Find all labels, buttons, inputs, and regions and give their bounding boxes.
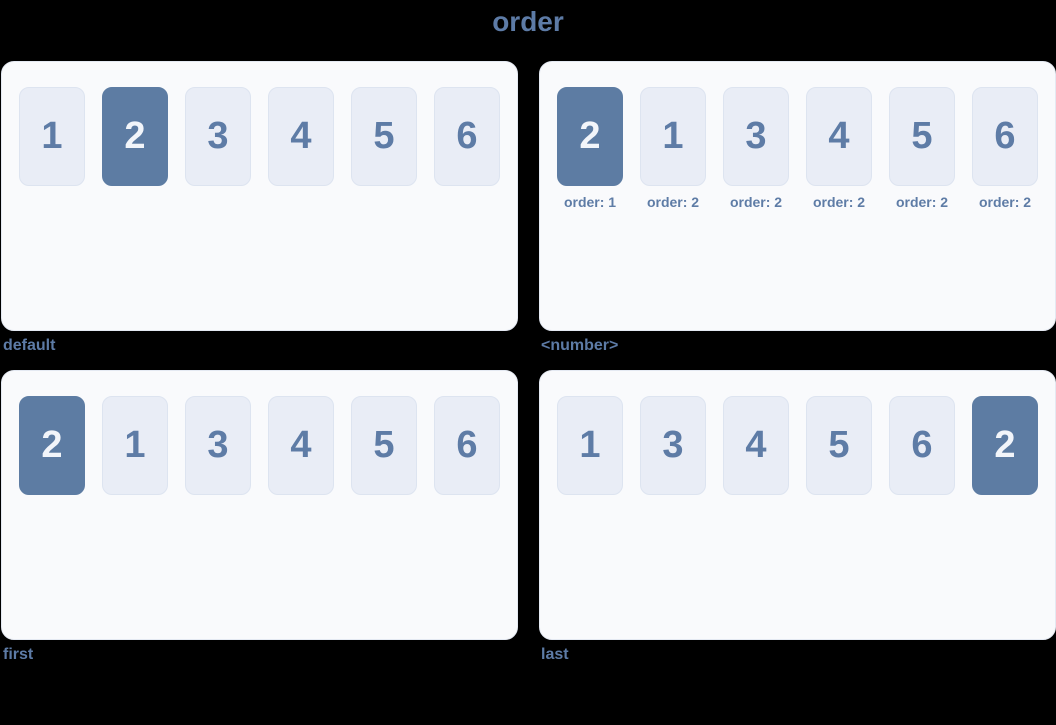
flex-item-number: 6: [994, 115, 1016, 158]
panel-cell-default: 1 2 3 4 5 6 default: [1, 61, 518, 355]
flex-item-number: 2: [124, 115, 146, 158]
order-value-label: order: 2: [978, 194, 1032, 211]
flex-item-box: 2: [972, 396, 1038, 496]
flex-item-box: 3: [723, 87, 789, 187]
flex-item: 5: [806, 396, 872, 496]
flex-item-number: 2: [41, 424, 63, 467]
flex-item-number: 6: [456, 424, 478, 467]
flex-item-box: 3: [185, 396, 251, 496]
flex-item: 4 order: 2: [806, 87, 872, 210]
flex-item-number: 4: [745, 424, 767, 467]
flex-item-box: 1: [640, 87, 706, 187]
page-title: order: [492, 6, 564, 37]
flex-item-number: 5: [911, 115, 933, 158]
flex-container: 2 1 3 4 5 6: [19, 396, 500, 496]
flex-container: 1 2 3 4 5 6: [19, 87, 500, 187]
flex-item: 4: [268, 396, 334, 496]
panel-caption: default: [3, 337, 56, 355]
panel: 2 order: 1 1 order: 2 3 order: 2 4 order…: [539, 61, 1056, 332]
flex-item-box: 6: [434, 396, 500, 496]
flex-item: 6 order: 2: [972, 87, 1038, 210]
panel: 1 3 4 5 6 2: [539, 370, 1056, 641]
flex-item-number: 3: [207, 424, 229, 467]
panel: 2 1 3 4 5 6: [1, 370, 518, 641]
flex-item: 5 order: 2: [889, 87, 955, 210]
flex-item: 3 order: 2: [723, 87, 789, 210]
flex-item-box: 5: [806, 396, 872, 496]
flex-item: 2: [19, 396, 85, 496]
flex-container: 1 3 4 5 6 2: [557, 396, 1038, 496]
panel-caption: <number>: [541, 337, 619, 355]
order-value-label: order: 2: [812, 194, 866, 211]
flex-item-box: 2: [102, 87, 168, 187]
flex-container: 2 order: 1 1 order: 2 3 order: 2 4 order…: [557, 87, 1038, 210]
flex-item-box: 4: [268, 87, 334, 187]
flex-item-box: 5: [351, 87, 417, 187]
flex-item: 3: [185, 87, 251, 187]
panel-cell-number: 2 order: 1 1 order: 2 3 order: 2 4 order…: [539, 61, 1056, 355]
panel-caption: last: [541, 646, 569, 664]
flex-item: 1: [102, 396, 168, 496]
flex-item-box: 2: [19, 396, 85, 496]
flex-item: 6: [434, 396, 500, 496]
flex-item-number: 5: [373, 424, 395, 467]
flex-item: 4: [723, 396, 789, 496]
flex-item-box: 6: [972, 87, 1038, 187]
flex-item-number: 4: [828, 115, 850, 158]
panel-caption: first: [3, 646, 34, 664]
flex-item: 6: [889, 396, 955, 496]
flex-item: 3: [185, 396, 251, 496]
flex-item: 5: [351, 396, 417, 496]
flex-item: 1: [19, 87, 85, 187]
flex-item-box: 1: [19, 87, 85, 187]
flex-item: 2 order: 1: [557, 87, 623, 210]
flex-item-number: 4: [290, 424, 312, 467]
panel: 1 2 3 4 5 6: [1, 61, 518, 332]
flex-item-box: 1: [557, 396, 623, 496]
page: order 1 2 3 4 5 6 default: [0, 6, 1056, 664]
flex-item-number: 2: [994, 424, 1016, 467]
flex-item-number: 5: [373, 115, 395, 158]
flex-item-box: 2: [557, 87, 623, 187]
flex-item-box: 1: [102, 396, 168, 496]
flex-item: 2: [972, 396, 1038, 496]
order-value-label: order: 2: [895, 194, 949, 211]
flex-item-box: 5: [889, 87, 955, 187]
panel-cell-last: 1 3 4 5 6 2 last: [539, 370, 1056, 664]
flex-item-number: 6: [456, 115, 478, 158]
panel-cell-first: 2 1 3 4 5 6 first: [1, 370, 518, 664]
flex-item: 4: [268, 87, 334, 187]
flex-item-box: 3: [185, 87, 251, 187]
flex-item: 1: [557, 396, 623, 496]
flex-item-number: 5: [828, 424, 850, 467]
flex-item-box: 5: [351, 396, 417, 496]
order-value-label: order: 1: [563, 194, 617, 211]
panels-grid: 1 2 3 4 5 6 default 2 order: [0, 61, 1056, 664]
flex-item-number: 3: [207, 115, 229, 158]
flex-item: 2: [102, 87, 168, 187]
flex-item-box: 4: [268, 396, 334, 496]
flex-item: 5: [351, 87, 417, 187]
flex-item-box: 4: [806, 87, 872, 187]
flex-item-number: 3: [745, 115, 767, 158]
order-value-label: order: 2: [646, 194, 700, 211]
flex-item-number: 1: [579, 424, 601, 467]
flex-item: 1 order: 2: [640, 87, 706, 210]
order-value-label: order: 2: [729, 194, 783, 211]
flex-item-number: 2: [579, 115, 601, 158]
flex-item: 6: [434, 87, 500, 187]
flex-item-number: 6: [911, 424, 933, 467]
flex-item: 3: [640, 396, 706, 496]
flex-item-box: 4: [723, 396, 789, 496]
flex-item-number: 1: [41, 115, 63, 158]
flex-item-number: 1: [662, 115, 684, 158]
flex-item-box: 6: [889, 396, 955, 496]
flex-item-number: 3: [662, 424, 684, 467]
flex-item-box: 3: [640, 396, 706, 496]
flex-item-box: 6: [434, 87, 500, 187]
flex-item-number: 4: [290, 115, 312, 158]
flex-item-number: 1: [124, 424, 146, 467]
